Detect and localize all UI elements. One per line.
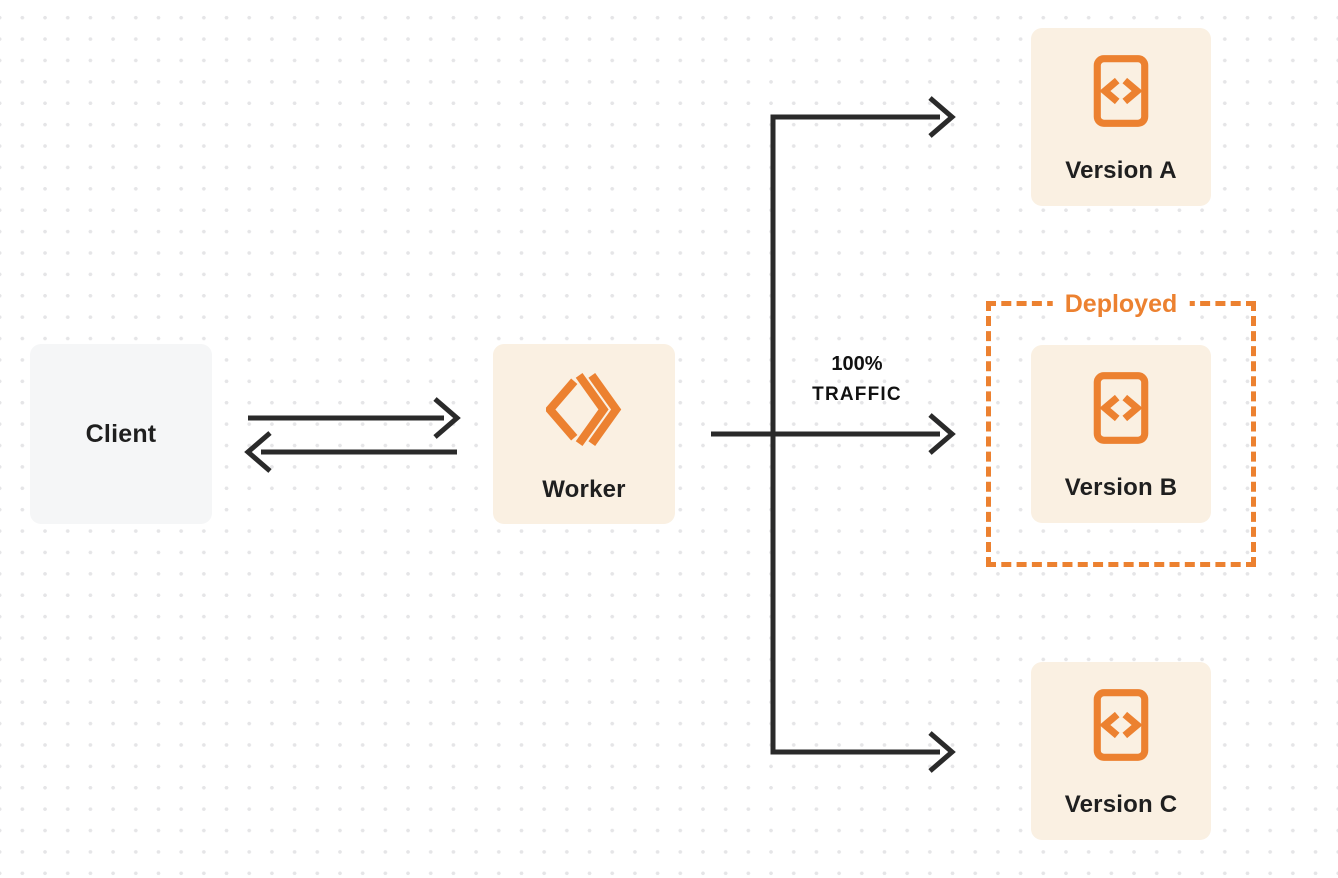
workers-logo-icon	[544, 369, 622, 450]
code-file-icon	[1092, 688, 1150, 762]
version-a-node: Version A	[1031, 28, 1211, 206]
version-c-node-label: Version C	[1064, 791, 1178, 818]
version-b-node-label: Version B	[1064, 474, 1178, 501]
version-c-node: Version C	[1031, 662, 1211, 840]
traffic-annotation: 100% TRAFFIC	[777, 349, 937, 410]
client-node-label: Client	[85, 419, 157, 448]
branch-arrow-version-a	[928, 96, 956, 138]
client-to-worker-arrow	[248, 397, 461, 439]
traffic-arrow-version-b	[711, 413, 956, 455]
code-file-icon	[1092, 54, 1150, 128]
deployed-group-outline: Deployed	[986, 288, 1256, 567]
worker-node: Worker	[493, 344, 675, 524]
client-node: Client	[30, 344, 212, 524]
deployed-label: Deployed	[1052, 288, 1190, 321]
version-b-node: Version B	[1031, 345, 1211, 523]
worker-node-label: Worker	[542, 476, 626, 503]
traffic-percent-label: 100%	[831, 353, 883, 375]
traffic-word-label: TRAFFIC	[812, 384, 902, 405]
worker-to-client-arrow	[244, 431, 457, 473]
code-file-icon	[1092, 371, 1150, 445]
version-a-node-label: Version A	[1065, 157, 1177, 184]
branch-arrow-version-c	[928, 731, 956, 773]
